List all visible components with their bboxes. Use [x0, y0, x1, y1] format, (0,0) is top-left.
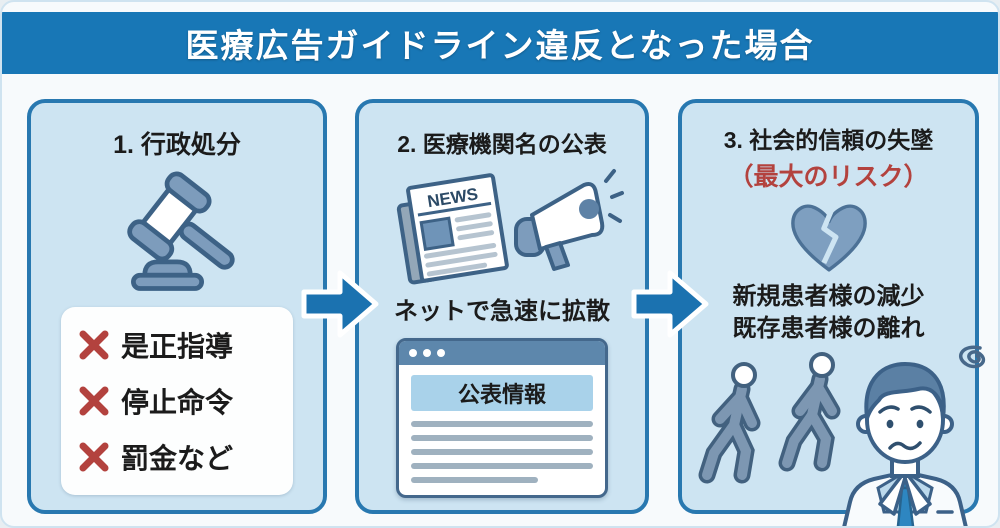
panel-administrative-punishment: 1. 行政処分 是正指導 [27, 99, 327, 514]
sanctions-card: 是正指導 停止命令 罰金など [61, 307, 293, 495]
browser-window: 公表情報 [396, 338, 608, 498]
biggest-risk-label: （最大のリスク） [728, 163, 929, 191]
x-mark-icon [79, 330, 109, 360]
window-dot-icon [423, 349, 431, 357]
placeholder-line [411, 449, 593, 455]
impact-line-1: 新規患者様の減少 [732, 283, 925, 310]
newspaper-icon: NEWS [396, 173, 509, 285]
page-title: 医療広告ガイドライン違反となった場合 [185, 27, 815, 64]
placeholder-line [411, 477, 539, 483]
text-placeholder-lines [411, 421, 593, 483]
panel-name-publication: 2. 医療機関名の公表 NEWS [355, 99, 649, 514]
list-item-label: 罰金など [121, 443, 234, 474]
walking-person-icon [698, 362, 761, 484]
x-mark-icon [79, 442, 109, 472]
window-dot-icon [409, 349, 417, 357]
arrow-right-icon [300, 266, 380, 342]
panel1-heading: 1. 行政処分 [113, 131, 241, 159]
list-item-label: 停止命令 [121, 387, 234, 418]
list-item: 停止命令 [79, 381, 275, 421]
worried-doctor-illustration [820, 336, 990, 526]
browser-titlebar-chrome [399, 341, 605, 365]
gavel-icon [97, 169, 257, 297]
list-item-label: 是正指導 [121, 331, 234, 362]
window-dot-icon [437, 349, 445, 357]
browser-body: 公表情報 [399, 365, 605, 495]
newspaper-megaphone-icons: NEWS [382, 165, 624, 287]
placeholder-line [411, 435, 593, 441]
list-item: 罰金など [79, 437, 275, 477]
x-mark-icon [79, 386, 109, 416]
published-info-header: 公表情報 [411, 375, 593, 411]
arrow-right-icon [630, 266, 710, 342]
placeholder-line [411, 463, 593, 469]
panel3-heading: 3. 社会的信頼の失墜 [723, 127, 934, 153]
title-banner: 医療広告ガイドライン違反となった場合 [2, 12, 998, 74]
megaphone-icon [514, 169, 624, 271]
spread-caption: ネットで急速に拡散 [394, 298, 610, 325]
broken-heart-icon [786, 199, 872, 277]
list-item: 是正指導 [79, 325, 275, 365]
impact-line-2: 既存患者様の離れ [732, 315, 925, 343]
placeholder-line [411, 421, 593, 427]
dizzy-swirl-icon [959, 345, 986, 369]
walking-person-icon [778, 352, 841, 472]
panel2-heading: 2. 医療機関名の公表 [397, 131, 607, 157]
impact-text: 新規患者様の減少 既存患者様の離れ [733, 281, 925, 346]
patients-leaving-illustration [694, 352, 864, 502]
